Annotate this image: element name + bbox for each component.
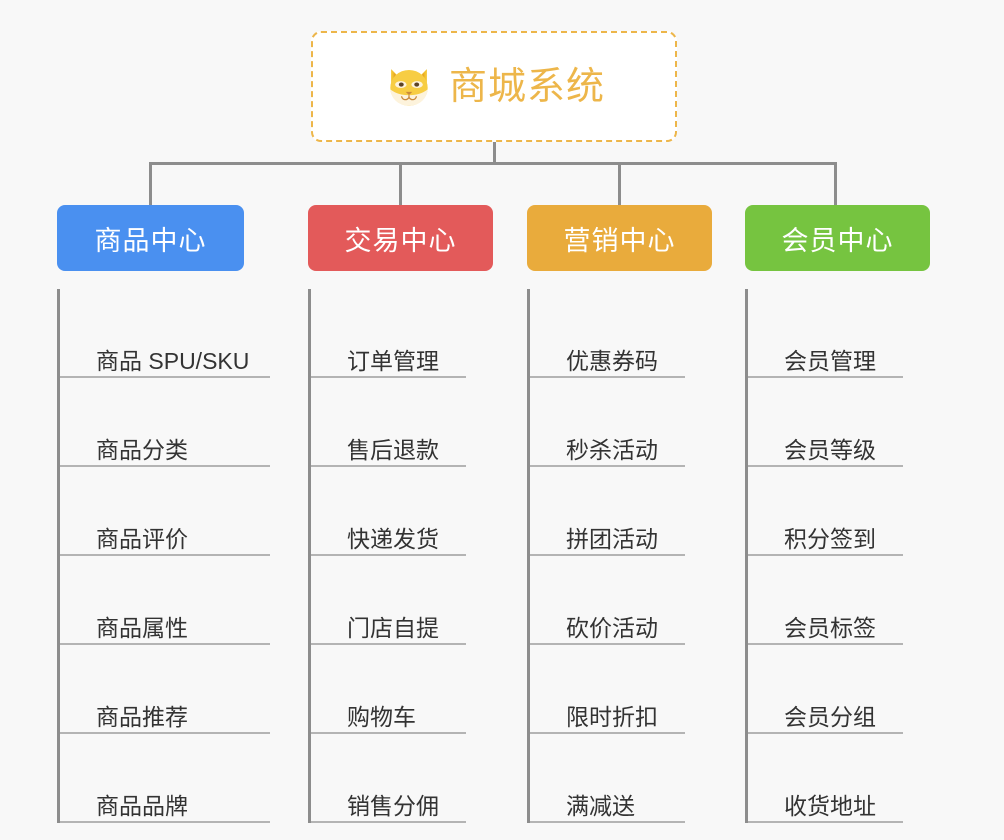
leaf-item[interactable]: 收货地址 — [748, 734, 930, 823]
column-trade-center: 交易中心订单管理售后退款快递发货门店自提购物车销售分佣 — [308, 205, 493, 823]
root-node[interactable]: 商城系统 — [311, 31, 677, 142]
leaf-item-label: 会员等级 — [784, 437, 876, 463]
category-label: 商品中心 — [94, 225, 207, 256]
leaf-item-label: 商品属性 — [96, 615, 188, 641]
leaf-item[interactable]: 订单管理 — [311, 289, 493, 378]
leaf-item-underline — [311, 465, 466, 467]
category-box-product-center[interactable]: 商品中心 — [57, 205, 244, 271]
leaf-item-underline — [311, 821, 466, 823]
leaf-item-underline — [748, 465, 903, 467]
connector-drop-member — [834, 162, 837, 208]
leaf-item-label: 拼团活动 — [566, 526, 658, 552]
leaf-item[interactable]: 购物车 — [311, 645, 493, 734]
leaf-item-label: 收货地址 — [784, 793, 876, 819]
leaf-item-underline — [60, 643, 270, 645]
leaf-item-underline — [748, 821, 903, 823]
leaf-item-label: 会员标签 — [784, 615, 876, 641]
leaf-item-underline — [530, 465, 685, 467]
connector-root-stem — [493, 142, 496, 164]
leaf-item-label: 会员管理 — [784, 348, 876, 374]
leaf-item-underline — [748, 376, 903, 378]
leaf-item-label: 订单管理 — [347, 348, 439, 374]
leaf-item-underline — [748, 732, 903, 734]
leaf-item-underline — [748, 643, 903, 645]
leaf-item[interactable]: 拼团活动 — [530, 467, 712, 556]
leaf-item[interactable]: 砍价活动 — [530, 556, 712, 645]
leaf-item-label: 商品品牌 — [96, 793, 188, 819]
leaf-item-underline — [60, 465, 270, 467]
leaf-item-underline — [530, 554, 685, 556]
leaf-item-underline — [311, 554, 466, 556]
leaf-item[interactable]: 商品 SPU/SKU — [60, 289, 270, 378]
leaf-item-label: 购物车 — [347, 704, 416, 730]
column-member-center: 会员中心会员管理会员等级积分签到会员标签会员分组收货地址 — [745, 205, 930, 823]
leaf-item[interactable]: 秒杀活动 — [530, 378, 712, 467]
connector-drop-trade — [399, 162, 402, 208]
column-marketing-center: 营销中心优惠券码秒杀活动拼团活动砍价活动限时折扣满减送 — [527, 205, 712, 823]
leaf-item[interactable]: 商品分类 — [60, 378, 270, 467]
leaf-item[interactable]: 会员标签 — [748, 556, 930, 645]
leaf-item[interactable]: 会员分组 — [748, 645, 930, 734]
leaf-item-underline — [748, 554, 903, 556]
leaf-item-underline — [60, 732, 270, 734]
leaf-item-underline — [311, 376, 466, 378]
leaf-item-underline — [530, 732, 685, 734]
category-box-trade-center[interactable]: 交易中心 — [308, 205, 493, 271]
shiba-dog-face-icon — [383, 61, 435, 113]
leaf-item-label: 满减送 — [566, 793, 635, 819]
leaf-item[interactable]: 快递发货 — [311, 467, 493, 556]
leaf-item[interactable]: 商品属性 — [60, 556, 270, 645]
leaf-item-label: 门店自提 — [347, 615, 439, 641]
leaf-item-underline — [60, 554, 270, 556]
leaf-item-underline — [530, 821, 685, 823]
leaf-item[interactable]: 积分签到 — [748, 467, 930, 556]
category-label: 营销中心 — [563, 225, 676, 256]
leaf-item-underline — [530, 376, 685, 378]
leaf-list-marketing-center: 优惠券码秒杀活动拼团活动砍价活动限时折扣满减送 — [527, 289, 712, 823]
leaf-item-label: 快递发货 — [347, 526, 439, 552]
leaf-item-label: 砍价活动 — [566, 615, 658, 641]
leaf-item-underline — [530, 643, 685, 645]
leaf-item-underline — [311, 732, 466, 734]
leaf-item-label: 限时折扣 — [566, 704, 658, 730]
leaf-list-member-center: 会员管理会员等级积分签到会员标签会员分组收货地址 — [745, 289, 930, 823]
leaf-item-label: 会员分组 — [784, 704, 876, 730]
leaf-item-label: 销售分佣 — [347, 793, 439, 819]
leaf-item[interactable]: 会员等级 — [748, 378, 930, 467]
connector-horizontal-bar — [149, 162, 837, 165]
leaf-list-trade-center: 订单管理售后退款快递发货门店自提购物车销售分佣 — [308, 289, 493, 823]
leaf-item-label: 售后退款 — [347, 437, 439, 463]
leaf-item-label: 商品分类 — [96, 437, 188, 463]
root-title: 商城系统 — [448, 65, 605, 108]
category-box-member-center[interactable]: 会员中心 — [745, 205, 930, 271]
category-label: 交易中心 — [344, 225, 457, 256]
category-label: 会员中心 — [781, 225, 894, 256]
leaf-item-label: 商品推荐 — [96, 704, 188, 730]
leaf-item[interactable]: 满减送 — [530, 734, 712, 823]
connector-drop-marketing — [618, 162, 621, 208]
leaf-item[interactable]: 售后退款 — [311, 378, 493, 467]
leaf-item-label: 商品评价 — [96, 526, 188, 552]
leaf-item-underline — [60, 821, 270, 823]
leaf-item[interactable]: 商品推荐 — [60, 645, 270, 734]
leaf-item-label: 秒杀活动 — [566, 437, 658, 463]
leaf-item[interactable]: 限时折扣 — [530, 645, 712, 734]
leaf-item[interactable]: 商品评价 — [60, 467, 270, 556]
leaf-item-label: 优惠券码 — [566, 348, 658, 374]
leaf-item[interactable]: 销售分佣 — [311, 734, 493, 823]
connector-drop-product — [149, 162, 152, 208]
column-product-center: 商品中心商品 SPU/SKU 商品分类商品评价商品属性商品推荐商品品牌 — [57, 205, 270, 823]
leaf-list-product-center: 商品 SPU/SKU 商品分类商品评价商品属性商品推荐商品品牌 — [57, 289, 270, 823]
leaf-item[interactable]: 会员管理 — [748, 289, 930, 378]
leaf-item[interactable]: 门店自提 — [311, 556, 493, 645]
leaf-item-underline — [60, 376, 270, 378]
leaf-item-label: 积分签到 — [784, 526, 876, 552]
leaf-item-underline — [311, 643, 466, 645]
leaf-item[interactable]: 优惠券码 — [530, 289, 712, 378]
category-box-marketing-center[interactable]: 营销中心 — [527, 205, 712, 271]
leaf-item[interactable]: 商品品牌 — [60, 734, 270, 823]
leaf-item-label: 商品 SPU/SKU — [96, 348, 250, 374]
